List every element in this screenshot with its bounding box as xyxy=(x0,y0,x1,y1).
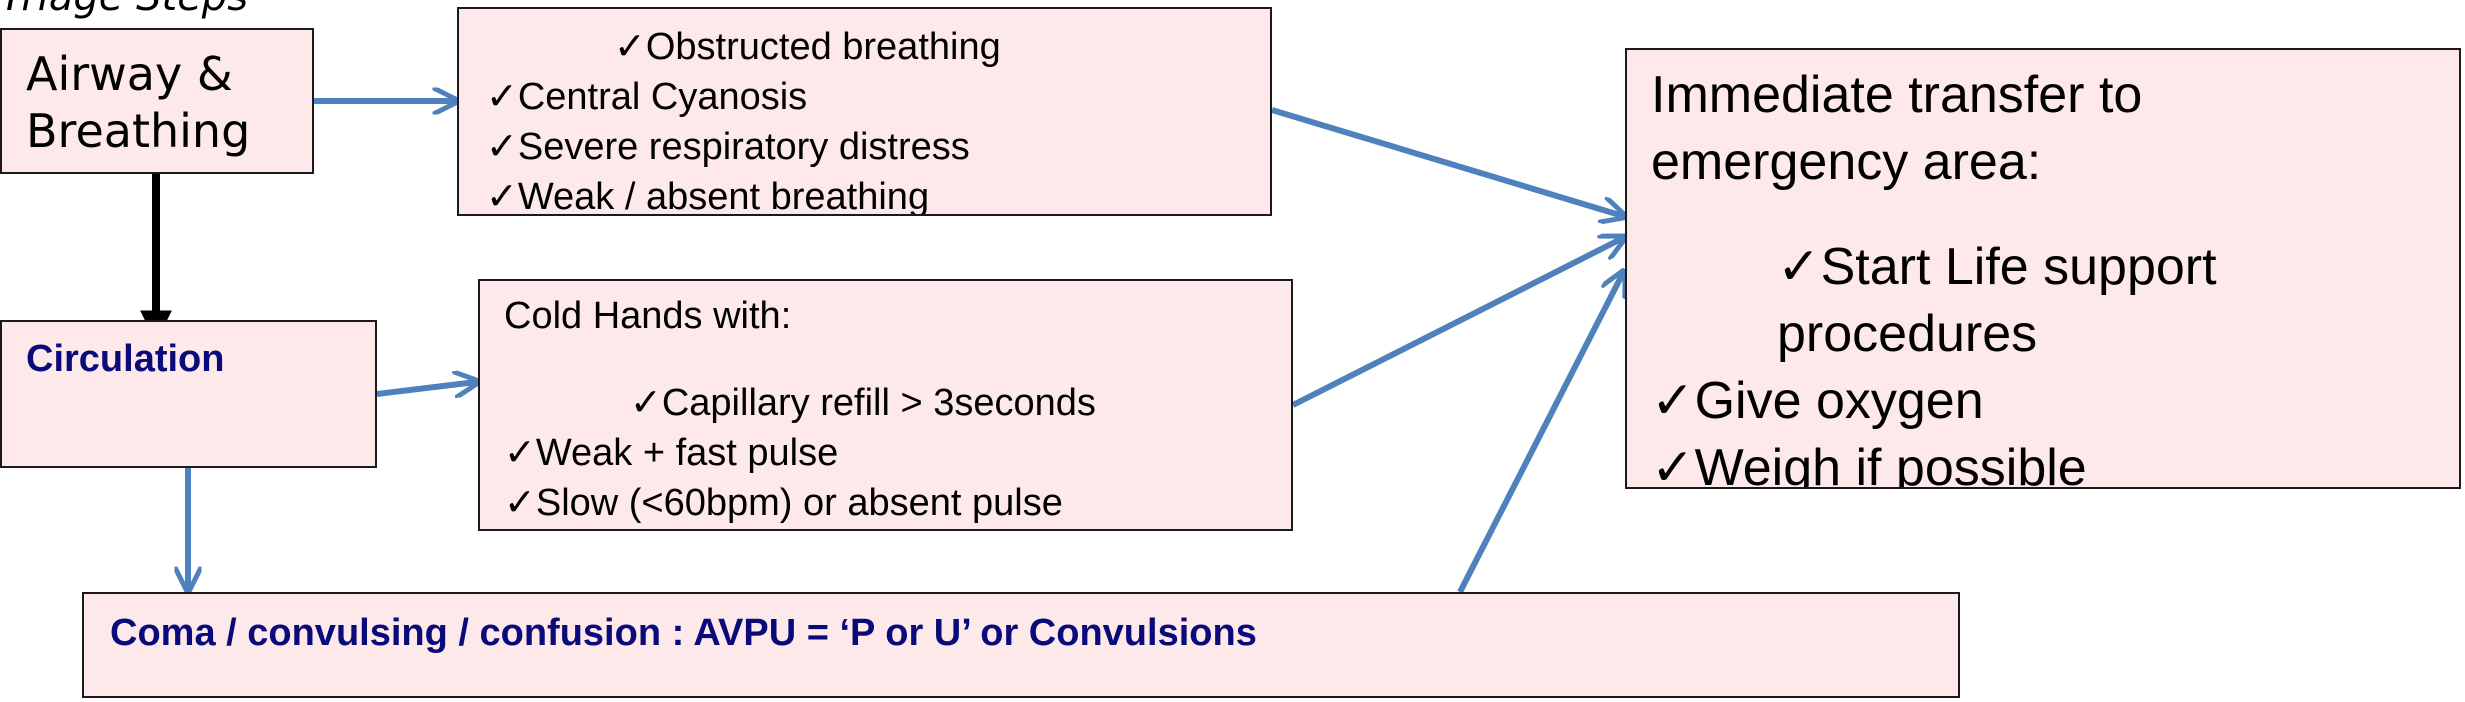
arrow-coma-to-emergency xyxy=(1457,273,1623,594)
coma-convulsing-title: Coma / convulsing / confusion : AVPU = ‘… xyxy=(110,612,1257,654)
check-icon: ✓ xyxy=(486,124,518,168)
emergency-box: Immediate transfer to emergency area: ✓S… xyxy=(1625,48,2461,489)
emergency-item: ✓Weigh if possible xyxy=(1651,435,2087,489)
header-fragment: Triage Steps xyxy=(0,0,248,20)
check-icon: ✓ xyxy=(504,430,536,474)
emergency-title-line: Immediate transfer to xyxy=(1651,66,2143,124)
circulation-sign-item: ✓Weak + fast pulse xyxy=(504,430,839,474)
check-icon: ✓ xyxy=(614,24,646,68)
airway-breathing-title: Airway & Breathing xyxy=(26,47,251,158)
circulation-box: Circulation xyxy=(0,320,377,468)
check-icon: ✓ xyxy=(486,74,518,118)
emergency-item-continuation: procedures xyxy=(1777,305,2038,363)
airway-sign-item: ✓Central Cyanosis xyxy=(486,74,808,118)
airway-sign-item: ✓Severe respiratory distress xyxy=(486,124,970,168)
check-icon: ✓ xyxy=(1777,237,1821,297)
check-icon: ✓ xyxy=(630,380,662,424)
coma-convulsing-box: Coma / convulsing / confusion : AVPU = ‘… xyxy=(82,592,1960,698)
circulation-signs-heading: Cold Hands with: xyxy=(504,295,792,337)
circulation-sign-item: ✓Slow (<60bpm) or absent pulse xyxy=(504,480,1063,524)
check-icon: ✓ xyxy=(486,174,518,216)
emergency-item: ✓Give oxygen xyxy=(1651,371,1984,431)
airway-signs-box: ✓Obstructed breathing ✓Central Cyanosis … xyxy=(457,7,1272,216)
airway-sign-item: ✓Obstructed breathing xyxy=(614,24,1001,68)
circulation-sign-item: ✓Capillary refill > 3seconds xyxy=(630,380,1096,424)
check-icon: ✓ xyxy=(1651,438,1695,489)
airway-breathing-box: Airway & Breathing xyxy=(0,28,314,174)
arrow-circulation-signs-to-emergency xyxy=(1291,238,1623,408)
arrow-circulation-to-signs xyxy=(376,382,476,394)
check-icon: ✓ xyxy=(504,480,536,524)
emergency-title-line: emergency area: xyxy=(1651,133,2042,191)
check-icon: ✓ xyxy=(1651,371,1695,431)
circulation-title: Circulation xyxy=(26,338,225,380)
emergency-item: ✓Start Life support xyxy=(1777,237,2217,297)
circulation-signs-box: Cold Hands with: ✓Capillary refill > 3se… xyxy=(478,279,1293,531)
airway-sign-item: ✓Weak / absent breathing xyxy=(486,174,930,216)
arrow-airway-signs-to-emergency xyxy=(1271,107,1623,216)
